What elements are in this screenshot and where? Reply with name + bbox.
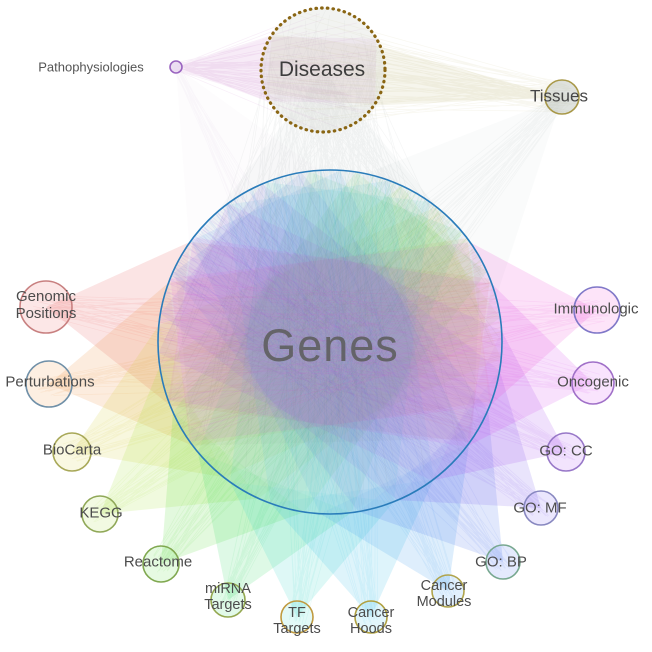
edge-fan-inner-cancer_hoods-genes [226,180,434,504]
edge-fan-oncogenic-genes [466,283,593,447]
node-kegg[interactable] [81,495,119,533]
edge-lines-oncogenic-genes [157,238,602,394]
node-perturbations[interactable] [25,360,73,408]
edge-fan-go_bp-genes [358,409,503,562]
edge-fan-biocarta-genes [72,325,224,478]
edge-fan-inner-go_mf-genes [160,183,500,501]
edge-lines-biocarta-genes [62,211,503,462]
edge-fan-kegg-genes [100,366,259,514]
edge-lines-perturbations-genes [37,251,503,401]
edge-fan-inner-genomic_positions-genes [170,241,490,443]
node-reactome[interactable] [142,545,180,583]
edge-fan-mirna_targets-genes [197,452,352,600]
edge-fan-inner-tissues-diseases [265,34,381,106]
edge-fan-tissues-diseases [373,46,562,106]
edge-fan-inner-mirna_targets-genes [197,171,463,513]
edge-fan-tf_targets-genes [230,482,394,617]
edge-lines-immunologic-genes [157,281,609,440]
edge-lines-go_cc-genes [158,204,576,461]
edge-lines-kegg-genes [91,185,500,523]
edge-fan-inner-cancer_modules-genes [190,170,470,514]
node-oncogenic[interactable] [571,361,615,405]
edge-lines-go_bp-genes [172,172,512,571]
edge-lines-genomic_positions-genes [33,282,503,435]
edge-lines-reactome-genes [153,172,482,573]
edge-lines-mirna_targets-genes [219,170,462,609]
edge-fan-inner-perturbations-genes [168,238,492,446]
node-go_bp[interactable] [485,544,521,580]
edge-fan-inner-kegg-genes [159,185,501,499]
edge-fan-perturbations-genes [49,282,193,446]
edge-lines-diseases-genes [161,9,499,504]
node-biocarta[interactable] [52,432,92,472]
edge-fan-go_mf-genes [397,370,541,508]
node-immunologic[interactable] [573,286,621,334]
edge-lines-cancer_modules-genes [191,169,457,599]
edge-fan-inner-go_cc-genes [158,203,502,481]
edge-fan-pathophysiologies-diseases [176,36,271,102]
node-genes[interactable] [157,169,503,515]
node-tissues[interactable] [544,79,580,115]
edge-fan-inner-reactome-genes [173,171,487,513]
edge-fan-genomic_positions-genes [46,241,191,406]
edge-lines-go_mf-genes [160,190,549,517]
edge-fan-inner-oncogenic-genes [168,237,492,447]
edge-fan-inner-biocarta-genes [158,206,502,478]
node-genomic_positions[interactable] [19,280,73,334]
edge-lines-cancer_hoods-genes [225,169,387,625]
edge-fan-inner-tf_targets-genes [230,182,430,502]
node-diseases[interactable] [259,6,387,134]
node-cancer_modules[interactable] [431,574,465,608]
edge-fan-immunologic-genes [470,242,597,406]
edge-fan-go_cc-genes [432,331,566,481]
node-cancer_hoods[interactable] [354,600,388,634]
node-tf_targets[interactable] [280,600,314,634]
edge-lines-tf_targets-genes [267,170,430,625]
edge-lines-pathophysiologies-genes [172,64,442,514]
edge-fan-inner-immunologic-genes [170,242,490,442]
edge-fan-inner-go_bp-genes [171,172,489,512]
edge-lines-pathophysiologies-diseases [170,13,382,130]
node-go_cc[interactable] [546,432,586,472]
edge-lines-tissues-genes [166,89,571,508]
node-mirna_targets[interactable] [210,582,246,618]
edge-lines-tissues-diseases [261,11,578,125]
edge-fan-inner-pathophysiologies-diseases [269,36,377,104]
node-pathophysiologies[interactable] [169,60,183,74]
node-go_mf[interactable] [523,490,559,526]
